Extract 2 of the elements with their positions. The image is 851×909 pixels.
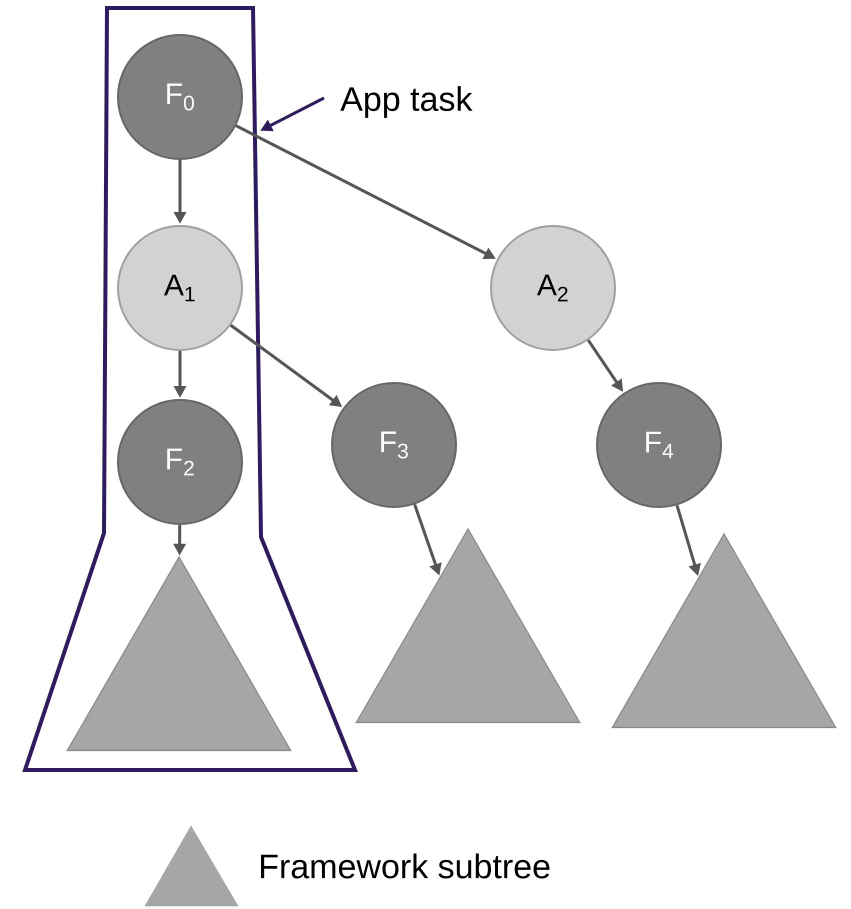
legend-text: Framework subtree xyxy=(261,854,550,878)
annotation-text: App task xyxy=(340,86,473,118)
